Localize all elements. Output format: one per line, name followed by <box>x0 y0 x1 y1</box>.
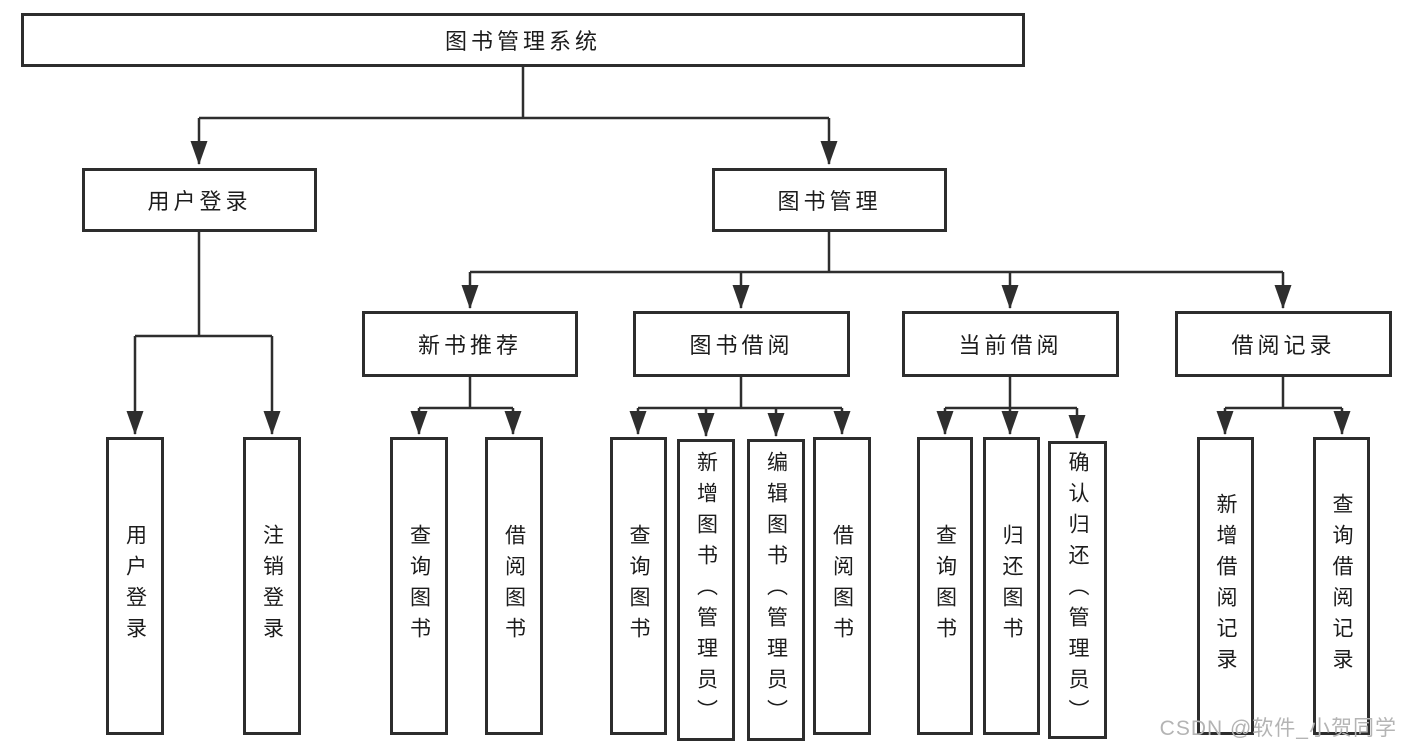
node-cb-return-label: 归还图书 <box>1000 524 1023 648</box>
node-logout: 注销登录 <box>243 437 301 735</box>
node-br-add-label: 新增借阅记录 <box>1214 493 1237 679</box>
node-book-borrow-label: 图书借阅 <box>689 333 794 358</box>
node-bb-borrow: 借阅图书 <box>813 437 871 735</box>
node-book-borrow: 图书借阅 <box>633 311 850 377</box>
node-br-query: 查询借阅记录 <box>1313 437 1370 735</box>
node-root: 图书管理系统 <box>21 13 1025 67</box>
node-br-add: 新增借阅记录 <box>1197 437 1254 735</box>
node-user-login: 用户登录 <box>82 168 317 232</box>
node-bb-add: 新增图书（管理员） <box>677 439 735 741</box>
node-cb-query: 查询图书 <box>917 437 973 735</box>
node-bb-borrow-label: 借阅图书 <box>830 524 854 648</box>
node-logout-label: 注销登录 <box>260 524 284 648</box>
node-current-borrow: 当前借阅 <box>902 311 1119 377</box>
node-book-mgmt: 图书管理 <box>712 168 947 232</box>
node-borrow-records: 借阅记录 <box>1175 311 1392 377</box>
node-borrow-records-label: 借阅记录 <box>1231 333 1336 358</box>
node-bb-edit-label: 编辑图书（管理员） <box>764 450 788 730</box>
node-login-label: 用户登录 <box>123 524 147 648</box>
node-nbr-query: 查询图书 <box>390 437 448 735</box>
node-nbr-query-label: 查询图书 <box>407 524 431 648</box>
node-root-label: 图书管理系统 <box>444 29 601 54</box>
node-cb-return: 归还图书 <box>983 437 1040 735</box>
node-bb-query: 查询图书 <box>610 437 667 735</box>
node-login: 用户登录 <box>106 437 164 735</box>
node-bb-query-label: 查询图书 <box>627 524 650 648</box>
node-br-query-label: 查询借阅记录 <box>1330 493 1353 679</box>
node-bb-add-label: 新增图书（管理员） <box>694 450 718 730</box>
node-cb-confirm-label: 确认归还（管理员） <box>1066 450 1089 730</box>
node-nbr-borrow-label: 借阅图书 <box>502 524 526 648</box>
node-new-book-rec-label: 新书推荐 <box>417 333 522 358</box>
node-cb-query-label: 查询图书 <box>933 524 957 648</box>
node-nbr-borrow: 借阅图书 <box>485 437 543 735</box>
node-new-book-rec: 新书推荐 <box>362 311 578 377</box>
node-book-mgmt-label: 图书管理 <box>777 189 882 214</box>
csdn-watermark: CSDN @软件_小贺同学 <box>1159 717 1397 740</box>
node-user-login-label: 用户登录 <box>147 189 252 214</box>
node-cb-confirm: 确认归还（管理员） <box>1048 441 1107 739</box>
node-bb-edit: 编辑图书（管理员） <box>747 439 805 741</box>
node-current-borrow-label: 当前借阅 <box>958 333 1063 358</box>
